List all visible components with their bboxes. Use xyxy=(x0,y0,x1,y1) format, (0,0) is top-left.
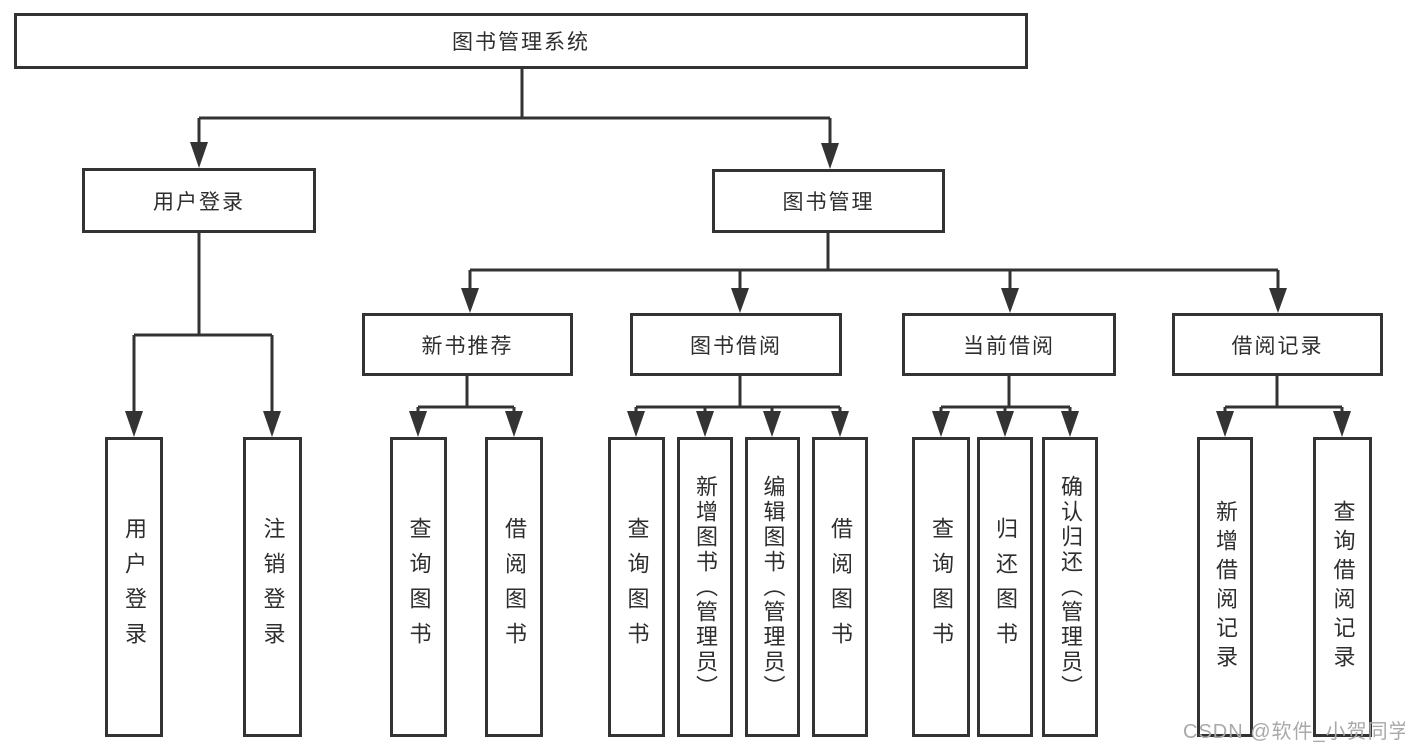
node-label: 用户登录 xyxy=(153,190,245,214)
node-label: 新书推荐 xyxy=(421,334,514,358)
node-new-book-recommend: 新书推荐 xyxy=(362,313,573,376)
leaf-query-borrow-record: 查询借阅记录 xyxy=(1313,437,1372,737)
node-user-login-branch: 用户登录 xyxy=(82,168,316,233)
node-label: 借阅记录 xyxy=(1231,334,1324,358)
leaf-return-books: 归还图书 xyxy=(977,437,1033,737)
leaf-label: 注销登录 xyxy=(260,517,286,657)
leaf-query-books-recommend: 查询图书 xyxy=(390,437,447,737)
leaf-label: 查询图书 xyxy=(929,517,954,657)
leaf-label: 新增图书（管理员） xyxy=(693,474,718,700)
leaf-query-books-current: 查询图书 xyxy=(912,437,970,737)
node-book-management-branch: 图书管理 xyxy=(712,169,945,233)
node-root-system: 图书管理系统 xyxy=(14,13,1028,69)
leaf-label: 查询图书 xyxy=(406,517,432,657)
leaf-query-books-borrow: 查询图书 xyxy=(608,437,665,737)
leaf-label: 用户登录 xyxy=(122,517,147,657)
leaf-borrow-books: 借阅图书 xyxy=(812,437,868,737)
leaf-label: 借阅图书 xyxy=(828,517,853,657)
node-current-borrow: 当前借阅 xyxy=(902,313,1116,376)
leaf-user-login: 用户登录 xyxy=(105,437,163,737)
node-root-label: 图书管理系统 xyxy=(452,31,590,54)
leaf-label: 确认归还（管理员） xyxy=(1058,474,1083,700)
leaf-confirm-return-admin: 确认归还（管理员） xyxy=(1042,437,1098,737)
node-book-borrow: 图书借阅 xyxy=(630,313,842,376)
leaf-label: 编辑图书（管理员） xyxy=(760,474,786,700)
node-borrow-records: 借阅记录 xyxy=(1172,313,1383,376)
leaf-label: 归还图书 xyxy=(993,517,1018,657)
arrowhead-icons xyxy=(125,142,1351,437)
leaf-edit-books-admin: 编辑图书（管理员） xyxy=(745,437,800,737)
leaf-label: 新增借阅记录 xyxy=(1213,500,1238,674)
node-label: 图书借阅 xyxy=(690,334,782,358)
leaf-logout: 注销登录 xyxy=(243,437,302,737)
leaf-borrow-books-recommend: 借阅图书 xyxy=(485,437,543,737)
leaf-label: 查询图书 xyxy=(624,517,650,657)
node-label: 当前借阅 xyxy=(963,334,1055,358)
leaf-label: 查询借阅记录 xyxy=(1330,500,1356,674)
leaf-add-borrow-record: 新增借阅记录 xyxy=(1197,437,1253,737)
leaf-label: 借阅图书 xyxy=(502,517,527,657)
leaf-add-books-admin: 新增图书（管理员） xyxy=(677,437,733,737)
csdn-watermark: CSDN @软件_小贺同学 xyxy=(1183,721,1405,743)
node-label: 图书管理 xyxy=(782,191,875,214)
